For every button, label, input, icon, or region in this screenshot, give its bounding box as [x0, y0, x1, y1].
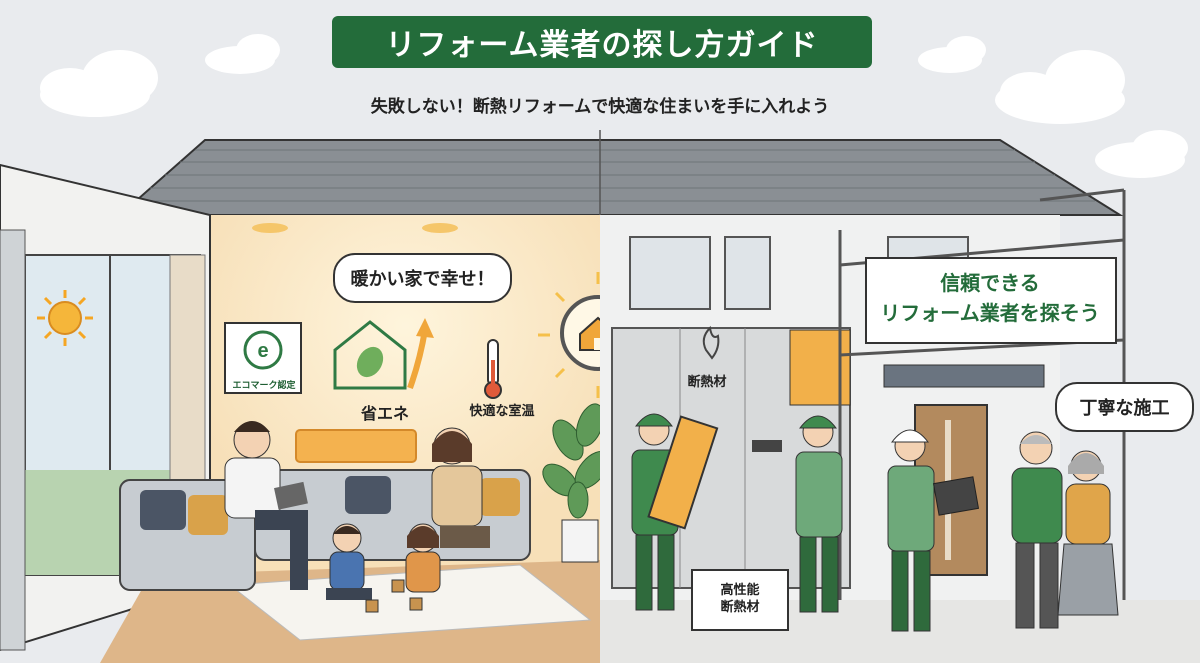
- elderly-man-figure: [1011, 431, 1063, 629]
- ceiling-lights: [252, 223, 458, 233]
- banner-line-2: リフォーム業者を探そう: [880, 301, 1100, 325]
- flame-icon: [702, 325, 720, 360]
- window-upper-1: [629, 236, 711, 310]
- comfortable-temp-label: 快適な室温: [469, 404, 535, 419]
- box-line-2: 断熱材: [720, 600, 760, 615]
- heater: [295, 429, 417, 463]
- thermometer-icon: [484, 339, 502, 399]
- banner-text: 信頼できる リフォーム業者を探そう: [874, 268, 1106, 328]
- page-subtitle: 失敗しない！断熱リフォームで快適な住まいを手に入れよう: [370, 97, 830, 117]
- eco-mark-icon: [243, 330, 283, 370]
- speech-bubble-warm-home: 暖かい家で幸せ！: [333, 253, 512, 303]
- speech-bubble-careful-work: 丁寧な施工: [1055, 382, 1194, 432]
- father-figure: [224, 421, 308, 590]
- toy-blocks: [365, 579, 423, 613]
- eco-mark-label: エコマーク認定: [232, 381, 296, 391]
- child-boy-figure: [326, 523, 372, 600]
- energy-saving-icon: [333, 318, 434, 390]
- plant: [542, 403, 610, 563]
- child-girl-figure: [405, 523, 441, 593]
- inspector-figure: [887, 429, 980, 632]
- trust-banner: [865, 257, 1117, 344]
- insulation-box: [691, 569, 789, 631]
- svg-text:e: e: [257, 340, 268, 362]
- cloud-left: [40, 34, 280, 117]
- house-roof: [117, 139, 1124, 216]
- mother-figure: [431, 427, 490, 548]
- insulation-label: 断熱材: [687, 375, 727, 390]
- elderly-woman-figure: [1057, 450, 1119, 616]
- worker-drilling: [752, 415, 843, 613]
- insulation-box-text: 高性能 断熱材: [700, 582, 780, 616]
- cloud-right: [918, 36, 1188, 178]
- banner-line-1: 信頼できる: [940, 271, 1040, 295]
- sun-icon: [37, 290, 93, 346]
- page-title: リフォーム業者の探し方ガイド: [332, 16, 872, 68]
- energy-saving-label: 省エネ: [360, 404, 409, 423]
- worker-holding-panel: [631, 413, 719, 611]
- box-line-1: 高性能: [720, 583, 760, 598]
